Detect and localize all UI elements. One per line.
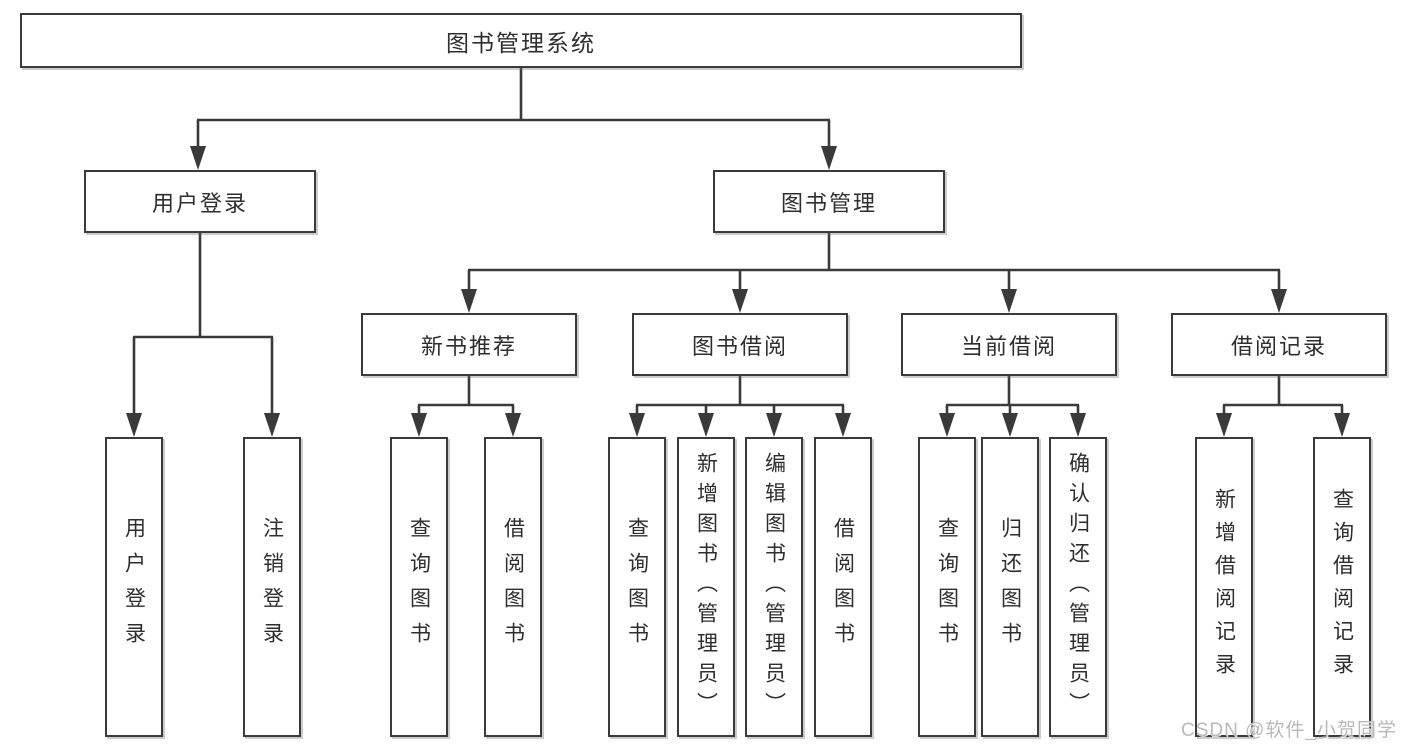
arrowhead	[1001, 289, 1017, 313]
arrowhead	[766, 413, 782, 437]
arrowhead	[190, 146, 206, 170]
arrowhead	[126, 413, 142, 437]
arrowhead	[732, 289, 748, 313]
leaf-return-book: 归还图书	[981, 437, 1039, 737]
arrowhead	[835, 413, 851, 437]
leaf-user-login: 用户登录	[105, 437, 163, 737]
leaf-edit-book-admin: 编辑图书（管理员）	[745, 437, 803, 737]
node-book-management: 图书管理	[713, 170, 945, 233]
leaf-confirm-return-admin: 确认归还（管理员）	[1049, 437, 1107, 737]
leaf-query-book-borrowing: 查询图书	[608, 437, 666, 737]
arrowhead	[1334, 413, 1350, 437]
arrowhead	[698, 413, 714, 437]
arrowheads	[126, 146, 1350, 437]
node-new-book-recommendation: 新书推荐	[361, 313, 577, 376]
leaf-add-borrow-record: 新增借阅记录	[1195, 437, 1253, 737]
connector-shafts	[132, 66, 1344, 419]
arrowhead	[411, 413, 427, 437]
arrowhead	[939, 413, 955, 437]
leaf-query-book-current: 查询图书	[918, 437, 976, 737]
node-user-login: 用户登录	[84, 170, 316, 233]
node-current-borrowing: 当前借阅	[901, 313, 1117, 376]
arrowhead	[505, 413, 521, 437]
arrowhead	[1271, 289, 1287, 313]
leaf-query-borrow-record: 查询借阅记录	[1313, 437, 1371, 737]
leaf-borrow-book-recommend: 借阅图书	[484, 437, 542, 737]
node-borrowing-records: 借阅记录	[1171, 313, 1387, 376]
arrowhead	[264, 413, 280, 437]
leaf-borrow-book: 借阅图书	[814, 437, 872, 737]
arrowhead	[821, 146, 837, 170]
csdn-watermark: CSDN @软件_小贺同学	[1181, 720, 1397, 741]
leaf-query-book-recommend: 查询图书	[390, 437, 448, 737]
node-library-management-system: 图书管理系统	[20, 13, 1022, 68]
arrowhead	[1002, 413, 1018, 437]
node-book-borrowing: 图书借阅	[632, 313, 848, 376]
leaf-logout: 注销登录	[243, 437, 301, 737]
leaf-add-book-admin: 新增图书（管理员）	[677, 437, 735, 737]
arrowhead	[461, 289, 477, 313]
arrowhead	[1216, 413, 1232, 437]
arrowhead	[1070, 413, 1086, 437]
arrowhead	[629, 413, 645, 437]
